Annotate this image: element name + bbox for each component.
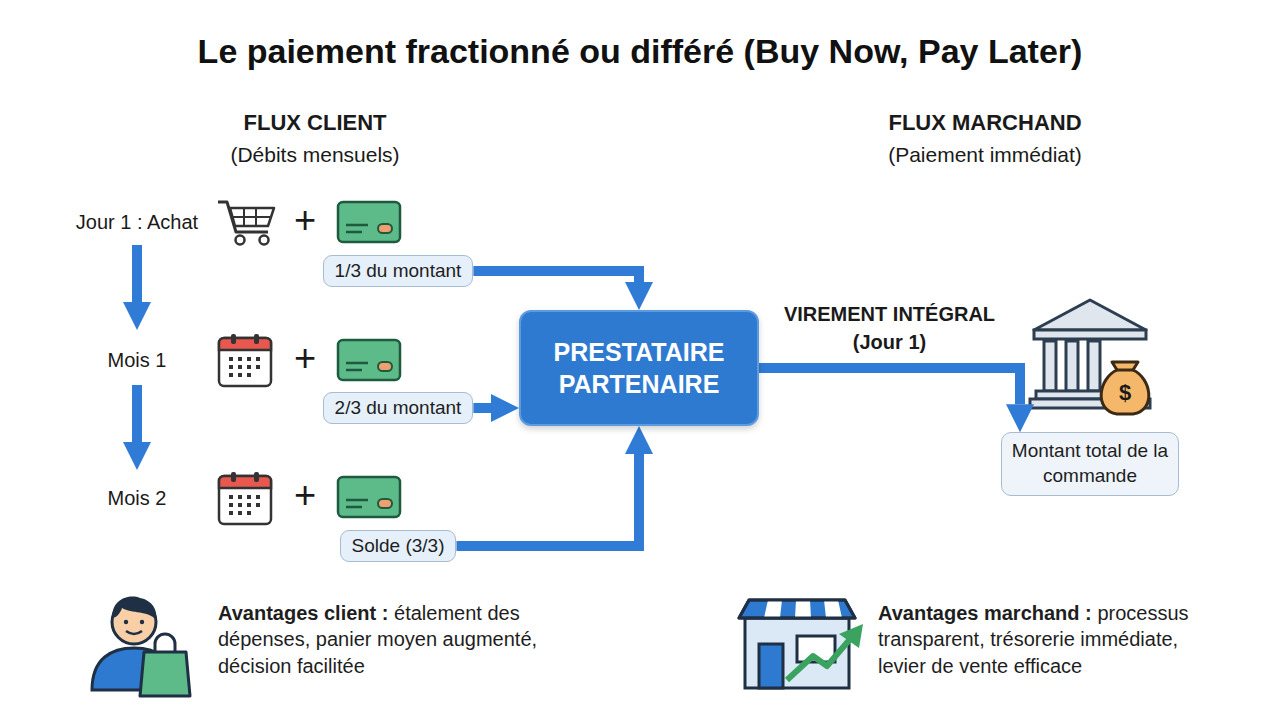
flow-arrow [759, 368, 1020, 404]
timeline-step: Mois 1 [108, 349, 167, 372]
icon-part [219, 472, 271, 524]
icon-part [140, 652, 190, 696]
provider-box: PRESTATAIRE PARTENAIRE [519, 310, 759, 426]
timeline-step: Mois 2 [108, 487, 167, 510]
icon-part [92, 597, 190, 696]
node-text: 1/3 du montant [335, 260, 462, 282]
node-text: PRESTATAIRE PARTENAIRE [533, 336, 745, 401]
total-callout: Montant total de la commande [1001, 432, 1179, 495]
plus-sign: + [294, 474, 316, 517]
amount-callout: 2/3 du montant [323, 392, 474, 424]
icon-part [338, 477, 400, 517]
node-text: Montant total de la commande [1010, 439, 1170, 488]
section-heading: FLUX CLIENT [244, 110, 387, 136]
icon-part [230, 208, 274, 226]
icon-part [218, 202, 274, 245]
benefit-heading: Avantages marchand : [878, 602, 1092, 624]
benefit-paragraph: Avantages client :étalement des dépenses… [218, 600, 580, 679]
icon-part [155, 634, 175, 652]
icon-part [124, 620, 128, 624]
node-text: Solde (3/3) [352, 535, 445, 557]
icon-part [140, 620, 144, 624]
timeline-step: Jour 1 : Achat [76, 211, 198, 234]
icon-part [1044, 341, 1056, 391]
flow-arrow [473, 403, 491, 413]
icon-part [739, 600, 855, 618]
icon-part [1034, 300, 1146, 330]
icon-part [1034, 330, 1146, 339]
icon-part [132, 245, 142, 302]
icon-part [236, 236, 245, 245]
icon-part [338, 340, 400, 380]
icon-part [232, 208, 271, 226]
icon-part [260, 236, 269, 245]
amount-callout: Solde (3/3) [340, 530, 457, 562]
icon-part [745, 618, 849, 688]
node-text: 2/3 du montant [335, 397, 462, 419]
icon-part [839, 624, 863, 648]
benefit-heading: Avantages client : [218, 602, 388, 624]
icon-part [219, 334, 271, 386]
icon-part [739, 600, 855, 618]
amount-callout: 1/3 du montant [323, 255, 474, 287]
section-subheading: (Paiement immédiat) [888, 143, 1082, 167]
icon-part [764, 600, 842, 618]
edge-label: VIREMENT INTÉGRAL (Jour 1) [778, 300, 1001, 356]
plus-sign: + [294, 337, 316, 380]
currency-sign: $ [1119, 380, 1131, 406]
icon-part [112, 597, 156, 620]
icon-part [338, 202, 400, 242]
flow-arrow [456, 454, 639, 546]
benefit-paragraph: Avantages marchand :processus transparen… [878, 600, 1230, 679]
icon-part [1066, 341, 1078, 391]
icon-part [1088, 341, 1100, 391]
flow-arrow [473, 271, 639, 282]
section-heading: FLUX MARCHAND [888, 110, 1081, 136]
icon-part [132, 385, 142, 442]
icon-part [787, 638, 851, 680]
diagram-title: Le paiement fractionné ou différé (Buy N… [0, 32, 1280, 71]
icon-part [1030, 300, 1150, 414]
icon-part [126, 631, 142, 634]
icon-part [1101, 362, 1149, 414]
section-subheading: (Débits mensuels) [230, 143, 399, 167]
icon-part [1116, 369, 1134, 372]
icon-part [759, 644, 783, 688]
icon-part [739, 600, 863, 688]
plus-sign: + [294, 199, 316, 242]
